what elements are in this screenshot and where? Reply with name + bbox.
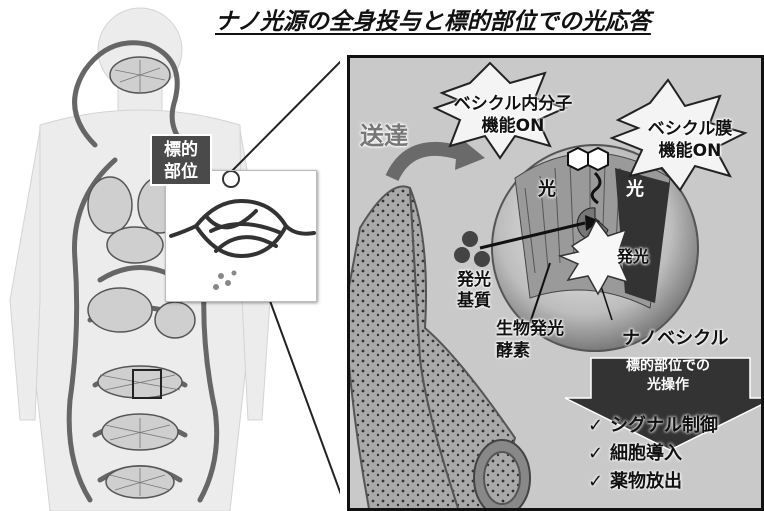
target-site-label-line1: 標的 — [152, 139, 210, 161]
substrate-dot — [454, 247, 470, 263]
light-operation-label-line2: 光操作 — [598, 376, 738, 395]
target-site-label: 標的 部位 — [150, 134, 212, 186]
effect-label: シグナル制御 — [610, 415, 718, 436]
nanovesicle-label: ナノベシクル — [622, 324, 729, 350]
enzyme-label-line2: 酵素 — [496, 340, 564, 362]
check-icon: ✓ — [588, 440, 610, 468]
light-label-left: 光 — [538, 175, 556, 201]
delivery-arrow — [392, 149, 460, 178]
capillary-inset — [165, 170, 317, 302]
vesicle-internal-label: ベシクル内分子 機能ON — [438, 93, 588, 137]
check-icon: ✓ — [588, 412, 610, 440]
enzyme-label: 生物発光 酵素 — [496, 318, 564, 362]
substrate-label: 発光 基質 — [457, 270, 491, 312]
light-label-right: 光 — [626, 175, 644, 201]
vesicle-membrane-label-line2: 機能ON — [625, 140, 755, 162]
effect-item: ✓細胞導入 — [588, 440, 718, 468]
effect-item: ✓シグナル制御 — [588, 412, 718, 440]
substrate-dot — [462, 231, 478, 247]
light-operation-label: 標的部位での 光操作 — [598, 357, 738, 395]
substrate-label-line1: 発光 — [457, 270, 491, 291]
vesicle-internal-label-line2: 機能ON — [438, 115, 588, 137]
target-site-label-line2: 部位 — [152, 161, 210, 183]
substrate-label-line2: 基質 — [457, 291, 491, 312]
delivery-label: 送達 — [360, 116, 408, 151]
vesicle-internal-label-line1: ベシクル内分子 — [438, 93, 588, 115]
vesicle-membrane-label-line1: ベシクル膜 — [625, 118, 755, 140]
substrate-dot — [474, 251, 490, 267]
light-operation-label-line1: 標的部位での — [598, 357, 738, 376]
effect-item: ✓薬物放出 — [588, 468, 718, 496]
effects-list: ✓シグナル制御 ✓細胞導入 ✓薬物放出 — [588, 412, 718, 496]
effect-label: 細胞導入 — [610, 443, 682, 464]
effect-label: 薬物放出 — [610, 471, 682, 492]
vesicle-membrane-label: ベシクル膜 機能ON — [625, 118, 755, 162]
check-icon: ✓ — [588, 468, 610, 496]
emission-label: 発光 — [617, 243, 649, 267]
enzyme-label-line1: 生物発光 — [496, 318, 564, 340]
